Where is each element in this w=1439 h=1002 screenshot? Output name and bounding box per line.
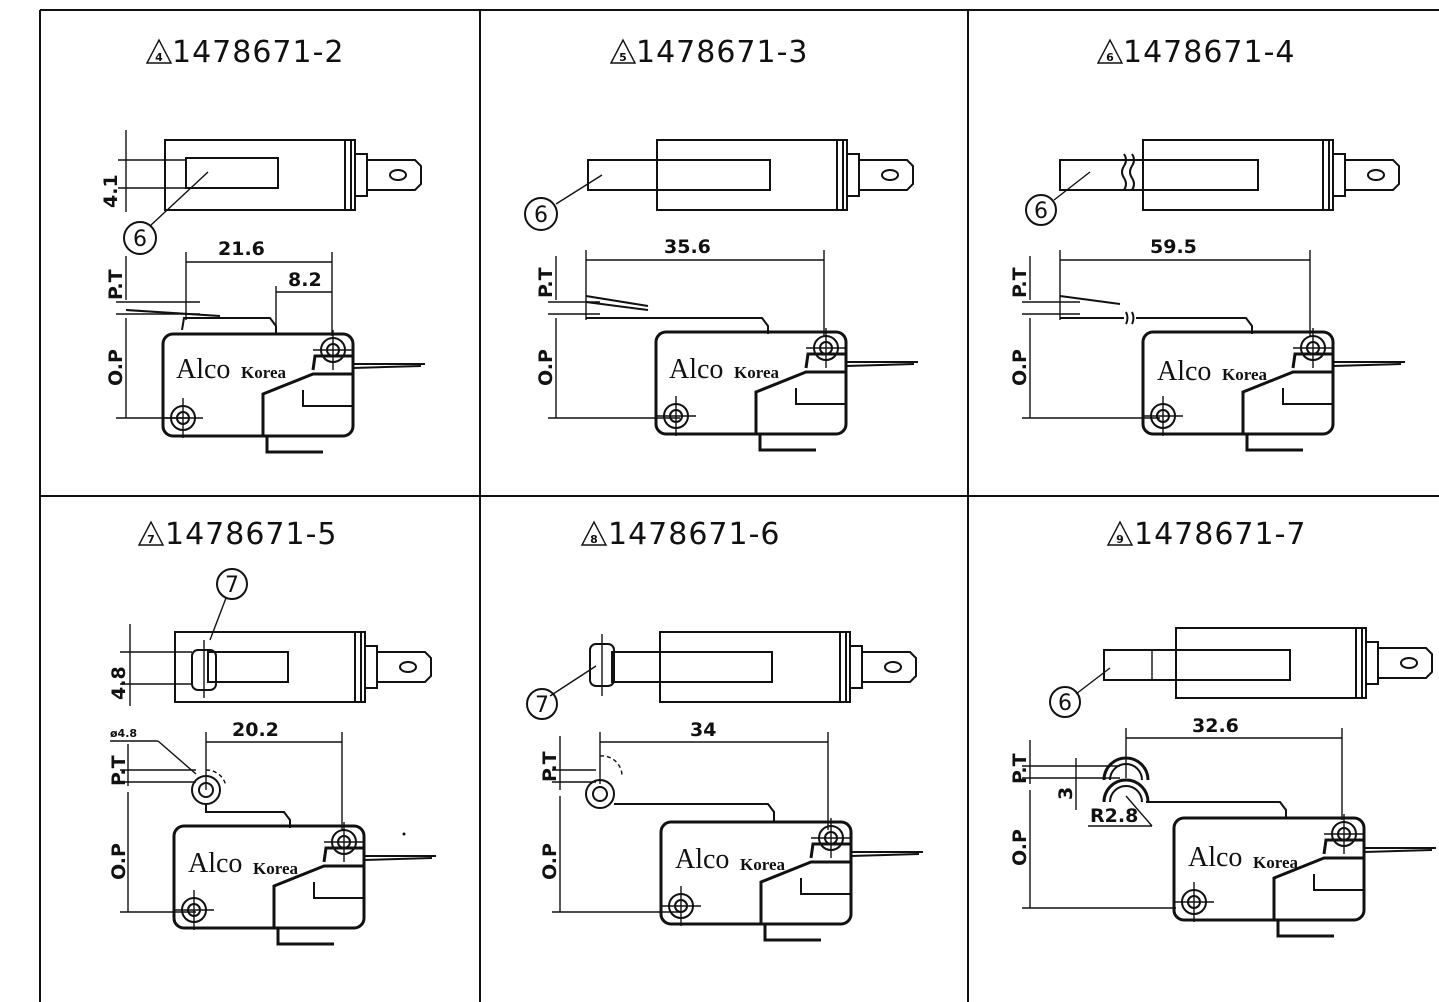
- side-view: 34 P.T O.P Alco Korea: [539, 719, 925, 942]
- dim-radius: R2.8: [1090, 805, 1138, 827]
- dim-height: 4.1: [100, 174, 122, 208]
- label-pt: P.T: [108, 755, 130, 786]
- brand-suffix: Korea: [734, 363, 780, 382]
- revision-marker: 5: [609, 38, 637, 64]
- top-view: 6: [524, 139, 914, 231]
- panel-1478671-7: 9 1478671-7 6 32.6 P.T 3: [1009, 517, 1438, 938]
- svg-text:9: 9: [1116, 533, 1124, 546]
- part-number: 1478671-6: [608, 517, 781, 552]
- brand-name: Alco: [1157, 356, 1211, 387]
- svg-text:7: 7: [147, 533, 155, 546]
- brand-name: Alco: [1188, 842, 1242, 873]
- label-op: O.P: [539, 843, 561, 880]
- brand-name: Alco: [188, 848, 242, 879]
- brand-name: Alco: [675, 844, 729, 875]
- top-view: 7: [526, 631, 917, 720]
- panel-1478671-5: 7 1478671-5 4.8 7 ø4.8 20.2: [108, 517, 438, 946]
- brand-suffix: Korea: [1222, 365, 1268, 384]
- dim-height: 4.8: [108, 666, 130, 700]
- side-view: 59.5 P.T O.P Alco Korea: [1009, 236, 1407, 452]
- top-view: 4.1 6: [100, 130, 422, 255]
- revision-marker: 9: [1106, 520, 1134, 546]
- part-number: 1478671-7: [1134, 517, 1307, 552]
- dim-height: 3: [1055, 787, 1077, 800]
- panel-1478671-3: 5 1478671-3 6 35.6 P.T O.P Alco: [524, 35, 920, 452]
- label-pt: P.T: [535, 267, 557, 298]
- part-number: 1478671-4: [1123, 35, 1296, 70]
- part-number: 1478671-5: [165, 517, 338, 552]
- dim-width: 21.6: [218, 238, 265, 260]
- side-view: 35.6 P.T O.P Alco Korea: [535, 236, 920, 452]
- brand-name: Alco: [669, 354, 723, 385]
- label-op: O.P: [108, 843, 130, 880]
- brand-suffix: Korea: [740, 855, 786, 874]
- callout-6: 6: [534, 203, 548, 228]
- revision-marker: 6: [1096, 38, 1124, 64]
- dim-width: 32.6: [1192, 715, 1239, 737]
- svg-text:5: 5: [619, 51, 627, 64]
- dim-width: 20.2: [232, 719, 279, 741]
- panel-1478671-2: 4 1478671-2 4.1 6 21.6 8.2 P.T: [100, 35, 427, 454]
- revision-marker: 4: [145, 38, 173, 64]
- callout-7: 7: [535, 693, 549, 718]
- label-pt: P.T: [105, 269, 127, 300]
- side-view: ø4.8 20.2 P.T O.P Alco Korea: [108, 719, 438, 946]
- part-number: 1478671-2: [172, 35, 345, 70]
- top-view: 6: [1025, 139, 1400, 226]
- dim-width: 35.6: [664, 236, 711, 258]
- callout-6: 6: [133, 227, 147, 252]
- top-view: 4.8 7: [108, 568, 432, 706]
- label-pt: P.T: [1009, 753, 1031, 784]
- part-number: 1478671-3: [636, 35, 809, 70]
- panel-1478671-6: 8 1478671-6 7 34 P.T O.P: [526, 517, 925, 942]
- label-op: O.P: [1009, 349, 1031, 386]
- dim-width: 34: [690, 719, 716, 741]
- svg-text:8: 8: [590, 533, 598, 546]
- label-op: O.P: [1009, 829, 1031, 866]
- revision-marker: 8: [580, 520, 608, 546]
- brand-name: Alco: [176, 354, 230, 385]
- side-view: 32.6 P.T 3 R2.8 O.P Alco Korea: [1009, 715, 1438, 938]
- brand-suffix: Korea: [241, 363, 287, 382]
- panel-1478671-4: 6 1478671-4 6 59.5 P.T O.P: [1009, 35, 1407, 452]
- label-op: O.P: [535, 349, 557, 386]
- side-view: 21.6 8.2 P.T O.P Alco Korea: [105, 238, 427, 454]
- label-op: O.P: [105, 349, 127, 386]
- dim-diameter: ø4.8: [110, 727, 137, 740]
- sheet-grid: [39, 9, 1439, 1002]
- svg-text:6: 6: [1106, 51, 1114, 64]
- svg-text:4: 4: [155, 51, 163, 64]
- dim-width: 59.5: [1150, 236, 1197, 258]
- dim-pos: 8.2: [288, 269, 322, 291]
- top-view: 6: [1049, 627, 1433, 718]
- label-pt: P.T: [1009, 267, 1031, 298]
- callout-6: 6: [1058, 691, 1072, 716]
- revision-marker: 7: [137, 520, 165, 546]
- brand-suffix: Korea: [1253, 853, 1299, 872]
- callout-7: 7: [225, 573, 239, 598]
- callout-6: 6: [1034, 199, 1048, 224]
- label-pt: P.T: [539, 751, 561, 782]
- brand-suffix: Korea: [253, 859, 299, 878]
